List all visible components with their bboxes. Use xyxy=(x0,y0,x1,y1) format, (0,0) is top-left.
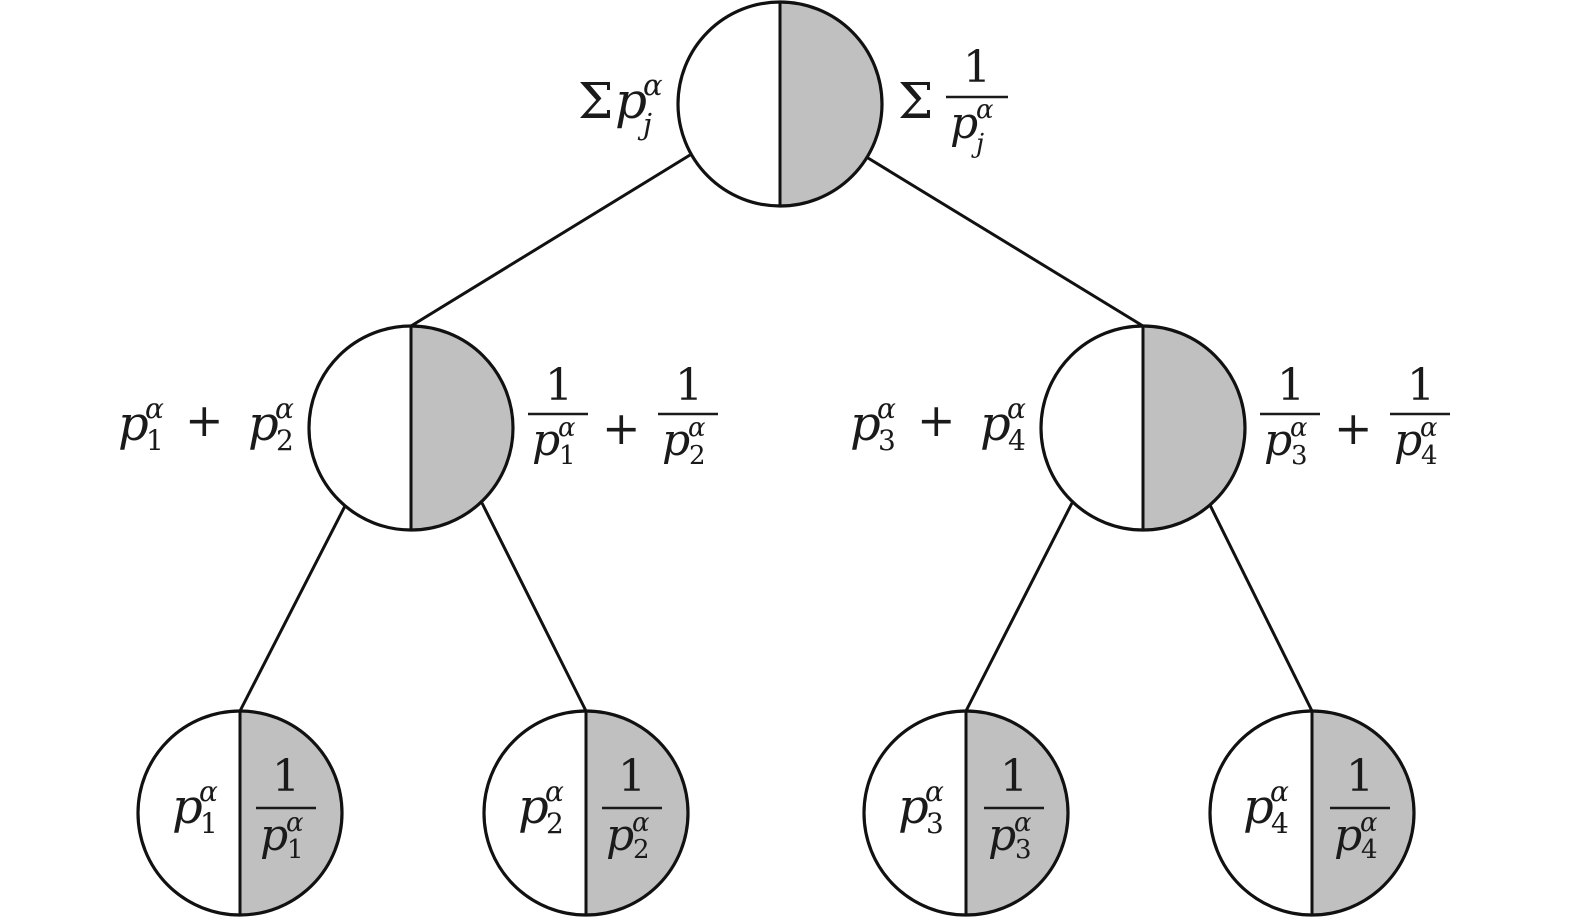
svg-text:p: p xyxy=(1394,415,1422,466)
svg-text:α: α xyxy=(925,775,944,808)
label-root-sum-p: Σ p α j xyxy=(578,68,663,141)
label-left-sum-inverse: 1 p α 1 + 1 p α 2 xyxy=(528,360,718,471)
svg-text:1: 1 xyxy=(1000,751,1028,802)
svg-text:1: 1 xyxy=(146,424,164,457)
svg-text:3: 3 xyxy=(1291,441,1308,471)
node-left xyxy=(307,324,515,532)
label-right-sum-inverse: 1 p α 3 + 1 p α 4 xyxy=(1260,360,1450,471)
svg-text:α: α xyxy=(632,808,650,838)
svg-text:p: p xyxy=(898,779,929,835)
svg-text:p: p xyxy=(615,72,647,130)
svg-text:p: p xyxy=(1243,779,1274,835)
svg-text:α: α xyxy=(1270,775,1289,808)
svg-text:α: α xyxy=(976,95,994,125)
svg-text:p: p xyxy=(988,810,1016,861)
node-root xyxy=(676,0,884,208)
svg-text:p: p xyxy=(950,98,978,149)
label-root-sum-inverse: Σ 1 p α j xyxy=(898,42,1008,159)
svg-text:α: α xyxy=(1290,413,1308,443)
svg-text:α: α xyxy=(643,68,663,102)
svg-text:p: p xyxy=(662,415,690,466)
svg-text:4: 4 xyxy=(1008,424,1026,457)
leaf-2-labels: p α 2 1 p α 2 xyxy=(518,751,662,865)
svg-text:α: α xyxy=(688,413,706,443)
edge-root-right xyxy=(867,156,1144,328)
edge-right-leaf4 xyxy=(1207,502,1314,712)
svg-text:p: p xyxy=(172,779,203,835)
edge-left-leaf1 xyxy=(238,505,347,712)
leaf-4 xyxy=(1208,709,1416,917)
svg-text:1: 1 xyxy=(272,751,300,802)
svg-text:+: + xyxy=(917,393,956,447)
svg-text:Σ: Σ xyxy=(898,72,933,130)
svg-text:p: p xyxy=(248,396,279,452)
svg-text:α: α xyxy=(286,808,304,838)
svg-text:1: 1 xyxy=(287,835,304,865)
leaf-1 xyxy=(136,709,344,917)
svg-text:α: α xyxy=(1007,392,1026,425)
svg-text:1: 1 xyxy=(545,360,573,411)
node-right xyxy=(1039,324,1247,532)
edge-right-leaf3 xyxy=(964,502,1074,712)
svg-text:p: p xyxy=(1264,415,1292,466)
svg-text:p: p xyxy=(980,396,1011,452)
svg-text:2: 2 xyxy=(546,807,564,840)
svg-text:3: 3 xyxy=(926,807,944,840)
leaf-1-labels: p α 1 1 p α 1 xyxy=(172,751,316,865)
svg-text:1: 1 xyxy=(618,751,646,802)
leaf-4-labels: p α 4 1 p α 4 xyxy=(1243,751,1390,865)
svg-text:4: 4 xyxy=(1421,441,1438,471)
leaf-2 xyxy=(482,709,690,917)
leaf-3 xyxy=(862,709,1070,917)
svg-text:α: α xyxy=(877,392,896,425)
label-right-sum-p: p α 3 + p α 4 xyxy=(850,392,1026,457)
svg-text:1: 1 xyxy=(1407,360,1435,411)
svg-text:2: 2 xyxy=(689,441,706,471)
tree-edges xyxy=(238,153,1314,712)
svg-text:p: p xyxy=(1334,810,1362,861)
label-left-sum-p: p α 1 + p α 2 xyxy=(118,392,294,457)
svg-text:1: 1 xyxy=(559,441,576,471)
svg-text:p: p xyxy=(532,415,560,466)
svg-text:α: α xyxy=(1014,808,1032,838)
svg-text:α: α xyxy=(275,392,294,425)
svg-text:α: α xyxy=(545,775,564,808)
svg-text:2: 2 xyxy=(276,424,294,457)
svg-text:+: + xyxy=(602,401,641,455)
svg-text:1: 1 xyxy=(1277,360,1305,411)
svg-text:p: p xyxy=(518,779,549,835)
svg-text:1: 1 xyxy=(200,807,218,840)
edge-root-left xyxy=(410,153,691,328)
svg-text:α: α xyxy=(1360,808,1378,838)
svg-text:p: p xyxy=(606,810,634,861)
svg-text:+: + xyxy=(185,393,224,447)
svg-text:+: + xyxy=(1334,401,1373,455)
edge-left-leaf2 xyxy=(480,502,588,712)
svg-text:p: p xyxy=(850,396,881,452)
svg-text:4: 4 xyxy=(1361,835,1378,865)
svg-text:1: 1 xyxy=(1346,751,1374,802)
svg-text:p: p xyxy=(118,396,149,452)
svg-text:3: 3 xyxy=(1015,835,1032,865)
svg-text:1: 1 xyxy=(675,360,703,411)
svg-text:4: 4 xyxy=(1271,807,1289,840)
svg-text:2: 2 xyxy=(633,835,650,865)
svg-text:Σ: Σ xyxy=(578,72,613,130)
svg-text:3: 3 xyxy=(878,424,896,457)
svg-text:α: α xyxy=(145,392,164,425)
leaf-3-labels: p α 3 1 p α 3 xyxy=(898,751,1044,865)
svg-text:1: 1 xyxy=(963,42,991,93)
svg-text:α: α xyxy=(199,775,218,808)
svg-text:p: p xyxy=(260,810,288,861)
svg-text:α: α xyxy=(1420,413,1438,443)
svg-text:α: α xyxy=(558,413,576,443)
